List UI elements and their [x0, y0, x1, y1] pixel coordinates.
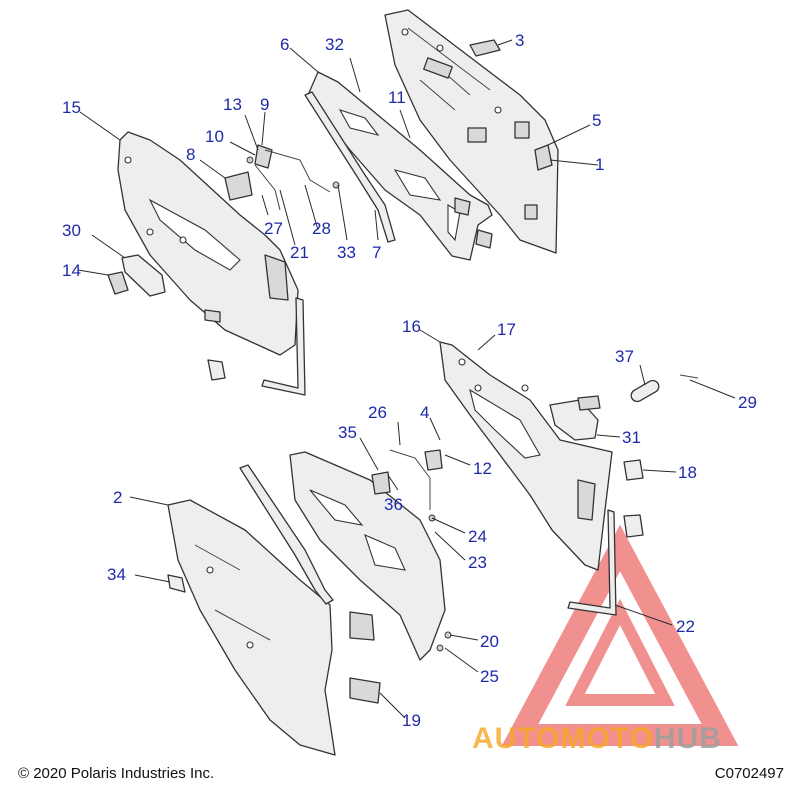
callout-labels: 1 2 3 4 5 6 7 8 9 10 11 12 13 14 15 16 1… [62, 31, 757, 730]
callout-13: 13 [223, 95, 242, 114]
copyright-text: © 2020 Polaris Industries Inc. [18, 765, 215, 782]
part-1-upper-door-panel [384, 9, 559, 254]
callout-1: 1 [595, 155, 604, 174]
callout-28: 28 [312, 219, 331, 238]
callout-15: 15 [62, 98, 81, 117]
part-29-pin [679, 374, 699, 379]
watermark-logo [501, 524, 739, 746]
callout-34: 34 [107, 565, 126, 584]
part-upper-small-cover [207, 359, 226, 381]
callout-9: 9 [260, 95, 269, 114]
drawing-code: C0702497 [714, 765, 784, 782]
part-37-damper [630, 379, 660, 403]
callout-7: 7 [372, 243, 381, 262]
lower-inner-frame [289, 451, 446, 661]
callout-37: 37 [615, 347, 634, 366]
watermark-text: AUTOMOTOHUB [472, 722, 722, 755]
callout-16: 16 [402, 317, 421, 336]
callout-18: 18 [678, 463, 697, 482]
part-3-handle-bracket [469, 39, 501, 57]
part-5-latch-bracket [534, 144, 553, 171]
part-16-lower-trim-panel [439, 341, 613, 571]
callout-2: 2 [113, 488, 122, 507]
part-lower-small-cover [623, 514, 644, 538]
callout-21: 21 [290, 243, 309, 262]
callout-32: 32 [325, 35, 344, 54]
callout-5: 5 [592, 111, 601, 130]
callout-14: 14 [62, 261, 81, 280]
callout-35: 35 [338, 423, 357, 442]
part-14-inner-handle [107, 271, 129, 295]
callout-19: 19 [402, 711, 421, 730]
callout-6: 6 [280, 35, 289, 54]
callout-36: 36 [384, 495, 403, 514]
part-19-hinge [349, 677, 381, 704]
callout-24: 24 [468, 527, 487, 546]
leader-lines [77, 39, 736, 719]
part-2-lower-door-panel [167, 499, 336, 756]
callout-4: 4 [420, 403, 429, 422]
callout-11: 11 [388, 88, 406, 107]
callout-17: 17 [497, 320, 516, 339]
callout-12: 12 [473, 459, 492, 478]
callout-26: 26 [368, 403, 387, 422]
callout-8: 8 [186, 145, 195, 164]
callout-23: 23 [468, 553, 487, 572]
part-18-cap [623, 459, 644, 481]
callout-29: 29 [738, 393, 757, 412]
part-34-lower-handle [167, 574, 186, 593]
callout-27: 27 [264, 219, 283, 238]
lower-latch-assembly [371, 449, 452, 652]
callout-33: 33 [337, 243, 356, 262]
callout-10: 10 [205, 127, 224, 146]
part-30-inner-handle-bezel [121, 254, 166, 297]
upper-latch-assembly [224, 144, 340, 211]
part-31-handle-bracket [549, 395, 601, 441]
callout-31: 31 [622, 428, 641, 447]
part-lower-seal [239, 464, 334, 605]
part-6-upper-inner-frame [307, 71, 493, 261]
callout-25: 25 [480, 667, 499, 686]
part-upper-trim-seal [261, 297, 306, 396]
callout-22: 22 [676, 617, 695, 636]
callout-3: 3 [515, 31, 524, 50]
svg-text:AUTOMOTOHUB: AUTOMOTOHUB [472, 722, 722, 755]
callout-20: 20 [480, 632, 499, 651]
watermark-text-orange: AUTOMOTO [472, 722, 654, 755]
callout-30: 30 [62, 221, 81, 240]
watermark-text-gray: HUB [654, 722, 722, 755]
part-lower-trim-seal [567, 509, 617, 616]
part-7-upper-seal [304, 91, 396, 243]
part-15-upper-trim-panel [117, 131, 299, 356]
